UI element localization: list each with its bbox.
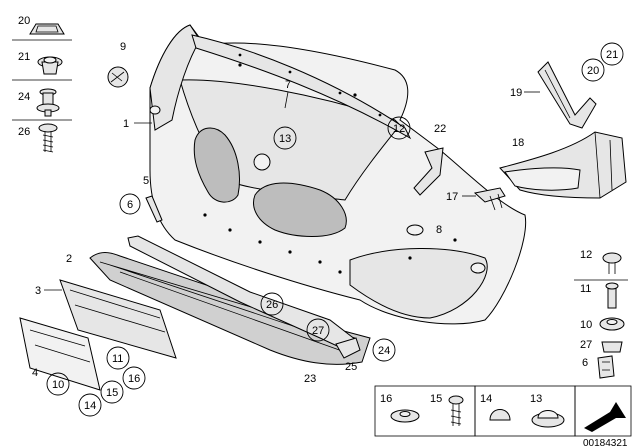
callout-10: 10 <box>52 379 64 391</box>
air-duct-18 <box>499 131 627 199</box>
plate-base-3 <box>59 279 177 359</box>
callout-25: 25 <box>345 361 357 373</box>
direction-arrow-icon <box>584 402 626 432</box>
cap-14-icon <box>489 409 511 421</box>
reference-number: 00184321 <box>583 438 628 448</box>
spring-nut-27-icon <box>601 341 623 353</box>
clip-9 <box>107 66 129 88</box>
callout-21: 21 <box>606 49 618 61</box>
callout-17: 17 <box>446 191 458 203</box>
pin-11-icon <box>605 282 619 309</box>
right-column-label-4: 27 <box>580 339 592 351</box>
callout-12: 12 <box>393 123 405 135</box>
push-rivet-24-icon <box>36 88 60 117</box>
callout-23: 23 <box>304 373 316 385</box>
screw-15-icon <box>448 395 464 426</box>
left-column-label-2: 21 <box>18 51 30 63</box>
callout-27: 27 <box>312 325 324 337</box>
callout-7: 7 <box>285 79 291 91</box>
callout-13: 13 <box>279 133 291 145</box>
callout-4: 4 <box>32 367 38 379</box>
callout-22: 22 <box>434 123 446 135</box>
bottom-parts-strip: 16 15 14 13 <box>374 385 632 437</box>
right-column-label-3: 10 <box>580 319 592 331</box>
screw-26-icon <box>38 123 58 153</box>
bottom-label-3: 14 <box>480 393 492 405</box>
bumper-cover <box>149 24 527 325</box>
bottom-label-2: 15 <box>430 393 442 405</box>
callout-3: 3 <box>35 285 41 297</box>
cap-13-icon <box>531 410 565 428</box>
callout-24: 24 <box>378 345 390 357</box>
seal-22 <box>413 147 444 196</box>
left-fastener-column: 20 21 24 26 <box>12 15 72 153</box>
bottom-label-1: 16 <box>380 393 392 405</box>
bottom-label-4: 13 <box>530 393 542 405</box>
right-fastener-column: 12 11 10 27 6 <box>574 249 628 379</box>
callout-8: 8 <box>436 224 442 236</box>
callout-6: 6 <box>127 199 133 211</box>
left-column-label-1: 20 <box>18 15 30 27</box>
callout-14: 14 <box>84 400 96 412</box>
bracket-25 <box>335 337 361 359</box>
callout-1: 1 <box>123 118 129 130</box>
callout-20: 20 <box>587 65 599 77</box>
left-column-label-3: 24 <box>18 91 30 103</box>
upper-trim-strip <box>191 34 412 140</box>
right-column-label-1: 12 <box>580 249 592 261</box>
holder-17 <box>473 187 506 211</box>
clip-20-icon <box>29 23 65 35</box>
plate-holder-4 <box>19 317 101 391</box>
grommet-16-icon <box>390 409 420 423</box>
grommet-21-icon <box>37 56 63 75</box>
callout-5: 5 <box>143 175 149 187</box>
bracket-19 <box>537 61 597 129</box>
callouts: 9 1 7 5 8 22 18 17 19 2 3 4 23 25 6 13 1… <box>32 41 624 417</box>
bracket-5 <box>145 195 163 223</box>
right-column-label-2: 11 <box>580 283 591 295</box>
callout-9: 9 <box>120 41 126 53</box>
screw-12-icon <box>602 252 622 274</box>
callout-11: 11 <box>112 353 123 365</box>
callout-26: 26 <box>266 299 278 311</box>
left-column-label-4: 26 <box>18 126 30 138</box>
nut-10-icon <box>599 317 625 331</box>
holder-6-icon <box>597 355 615 379</box>
callout-2: 2 <box>66 253 72 265</box>
callout-19: 19 <box>510 87 522 99</box>
right-column-label-5: 6 <box>582 357 588 369</box>
callout-15: 15 <box>106 387 118 399</box>
callout-16: 16 <box>128 373 140 385</box>
callout-18: 18 <box>512 137 524 149</box>
